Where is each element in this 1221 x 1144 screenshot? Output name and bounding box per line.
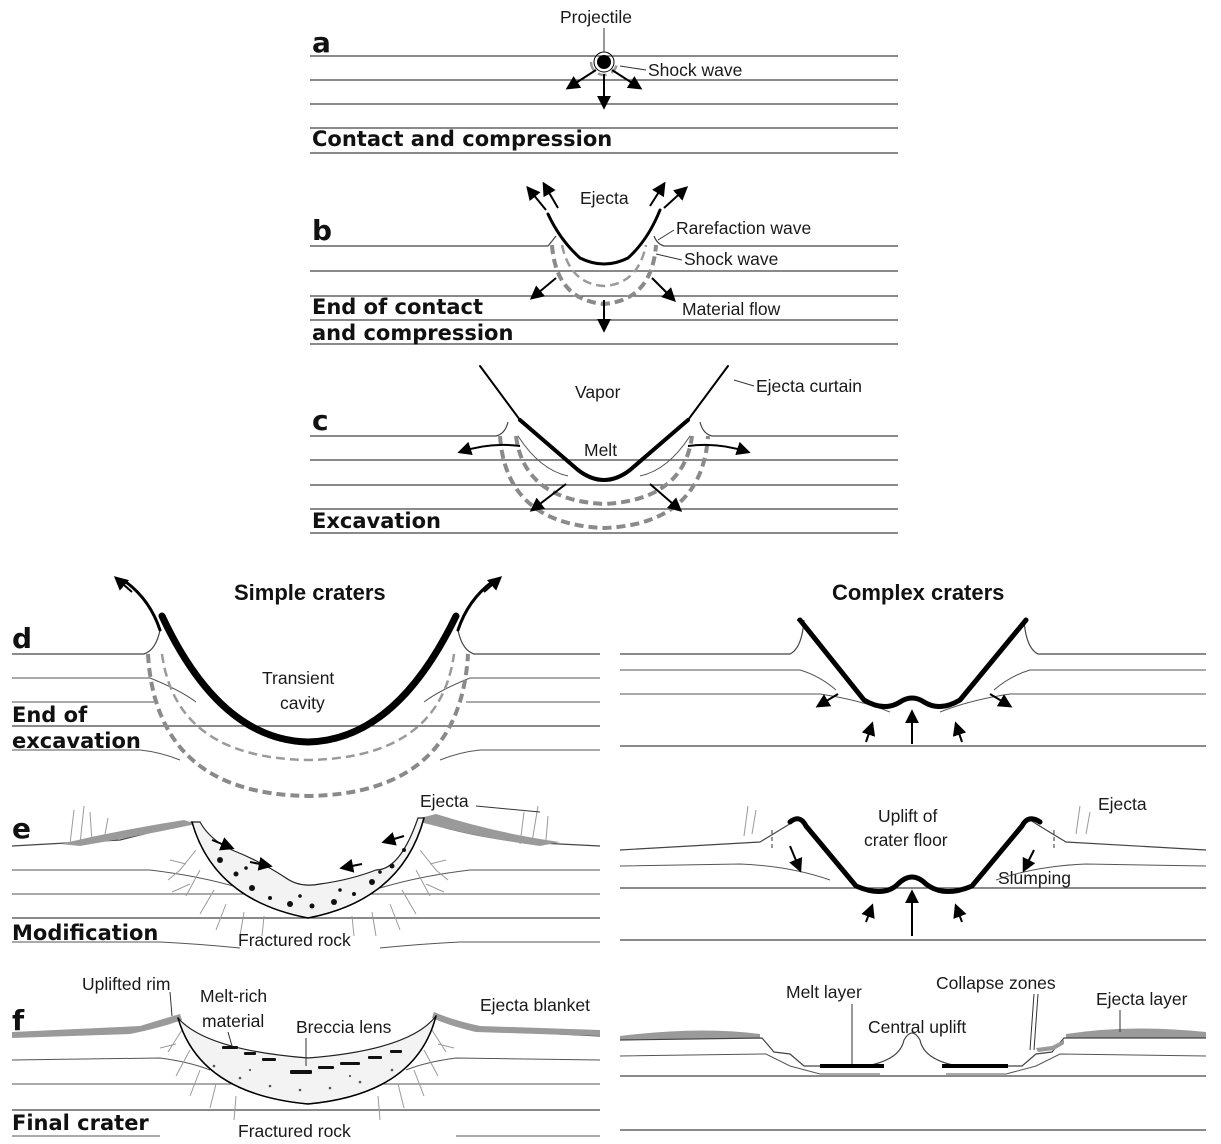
- panel-b-shock-outer: [552, 245, 656, 304]
- panel-b-shock-wave-label: Shock wave: [684, 249, 778, 269]
- panel-a: a Projectile Shock wave Contact and comp…: [310, 7, 898, 153]
- breccia-fill-simple: [192, 818, 424, 918]
- projectile-icon: [597, 55, 611, 69]
- panel-e-ejecta-plumes: [70, 806, 548, 844]
- panel-f-fractured-rock-label: Fractured rock: [238, 1121, 351, 1141]
- simple-craters-heading: Simple craters: [234, 580, 386, 605]
- panel-b-ejecta-label: Ejecta: [580, 188, 629, 208]
- melt-rich-label-line2: material: [202, 1011, 264, 1031]
- panel-d-letter: d: [12, 622, 32, 655]
- collapse-zone-fill: [1036, 1040, 1064, 1052]
- collapse-zones-label: Collapse zones: [936, 973, 1056, 993]
- vapor-label: Vapor: [575, 382, 621, 402]
- panel-c: c Vapor Ejecta curtain Melt Excavation: [310, 366, 898, 533]
- panel-e-complex-ejecta-label: Ejecta: [1098, 794, 1147, 814]
- ejecta-curtain-label: Ejecta curtain: [756, 376, 862, 396]
- transient-cavity-line2: cavity: [280, 693, 325, 713]
- transient-cavity-line1: Transient: [262, 668, 334, 688]
- ejecta-layer-label: Ejecta layer: [1096, 989, 1188, 1009]
- melt-label: Melt: [584, 440, 617, 460]
- panel-b-stage-line2: and compression: [312, 321, 513, 345]
- ejecta-blanket-right: [432, 1012, 600, 1036]
- melt-rich-label-line1: Melt-rich: [200, 986, 267, 1006]
- panel-d-simple: d Transient cavity End of excavation: [12, 578, 600, 796]
- ejecta-blanket-label: Ejecta blanket: [480, 995, 590, 1015]
- panel-b-stage-line1: End of contact: [312, 295, 483, 319]
- panel-e-complex: Uplift of crater floor Slumping Ejecta: [620, 794, 1206, 940]
- projectile-label: Projectile: [560, 7, 632, 27]
- panel-b: b Ejecta Rarefaction wave Shock wave Mat…: [310, 184, 898, 345]
- panel-f-complex: Melt layer Central uplift Collapse zones…: [620, 973, 1206, 1130]
- complex-craters-heading: Complex craters: [832, 580, 1004, 605]
- uplift-label-line1: Uplift of: [878, 806, 937, 826]
- panel-a-stage: Contact and compression: [312, 127, 612, 151]
- panel-e-stage: Modification: [12, 921, 158, 945]
- rarefaction-wave-label: Rarefaction wave: [676, 218, 811, 238]
- panel-e-ejecta-label: Ejecta: [420, 791, 469, 811]
- ejecta-blanket-left: [12, 1014, 182, 1038]
- material-flow-label: Material flow: [682, 299, 781, 319]
- panel-d-stage-line1: End of: [12, 703, 88, 727]
- panel-c-letter: c: [312, 404, 329, 437]
- ejecta-layer-right: [1066, 1028, 1206, 1038]
- panel-a-arrow-left: [568, 70, 596, 88]
- central-uplift-label: Central uplift: [868, 1017, 966, 1037]
- panel-c-stage: Excavation: [312, 509, 441, 533]
- panel-d-complex-cavity: [800, 620, 1026, 707]
- panel-a-arrow-right: [612, 70, 640, 88]
- panel-f-stage: Final crater: [12, 1111, 149, 1135]
- panel-a-shock-wave-label: Shock wave: [648, 60, 742, 80]
- uplift-label-line2: crater floor: [864, 830, 948, 850]
- panel-a-letter: a: [312, 26, 331, 59]
- panel-e-ejecta-right: [420, 814, 560, 846]
- melt-layer-left: [820, 1064, 884, 1068]
- melt-layer-label: Melt layer: [786, 982, 862, 1002]
- panel-e-simple: e: [12, 791, 600, 950]
- panel-e-fractured-rock-label: Fractured rock: [238, 930, 351, 950]
- panel-f-simple: f: [12, 974, 600, 1141]
- breccia-lens-label: Breccia lens: [296, 1017, 392, 1037]
- melt-layer-right: [942, 1064, 1008, 1068]
- panel-d-complex: [620, 620, 1206, 746]
- panel-b-letter: b: [312, 214, 332, 247]
- panel-e-letter: e: [12, 812, 31, 845]
- slumping-label: Slumping: [998, 868, 1071, 888]
- uplifted-rim-label: Uplifted rim: [82, 974, 171, 994]
- panel-d-stage-line2: excavation: [12, 729, 141, 753]
